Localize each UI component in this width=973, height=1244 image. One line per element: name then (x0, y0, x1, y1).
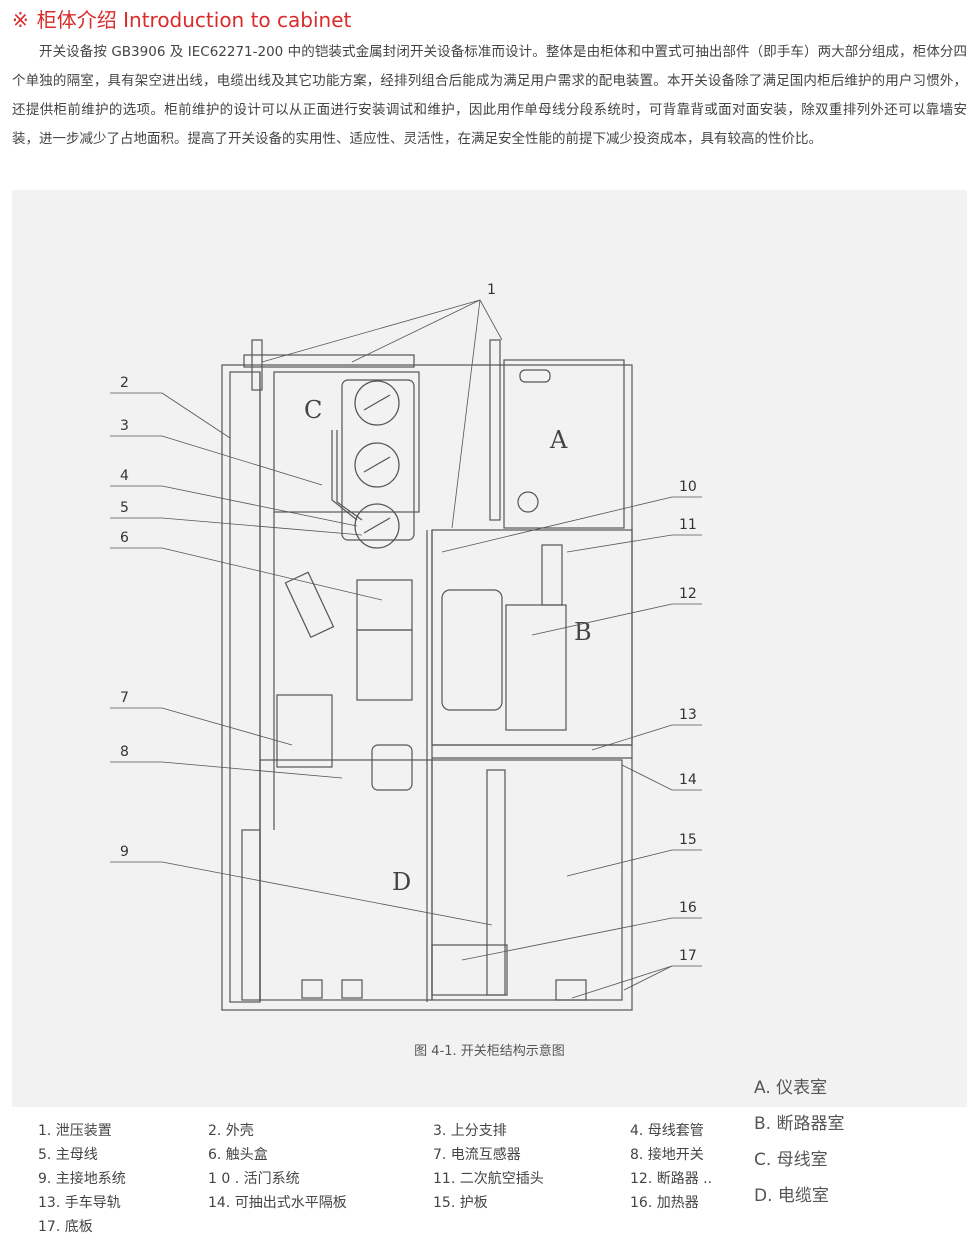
intro-paragraph: 开关设备按 GB3906 及 IEC62271-200 中的铠装式金属封闭开关设… (12, 44, 967, 147)
callout-4: 4 (120, 468, 129, 484)
part-item: 1 0 . 活门系统 (208, 1171, 300, 1187)
callout-9: 9 (120, 844, 129, 860)
ct-coil (371, 744, 413, 791)
callout-6: 6 (120, 530, 129, 546)
callout-2: 2 (120, 375, 129, 391)
figure-caption: 图 4-1. 开关柜结构示意图 (414, 1044, 565, 1059)
part-item: 6. 触头盒 (208, 1147, 268, 1163)
callout-3: 3 (120, 418, 129, 434)
callout-11: 11 (679, 517, 697, 533)
instrument-room (503, 359, 625, 529)
legend-a: A. 仪表室 (754, 1078, 828, 1098)
callout-7: 7 (120, 690, 129, 706)
part-item: 3. 上分支排 (433, 1123, 507, 1139)
breaker-room (431, 529, 633, 746)
part-item: 11. 二次航空插头 (433, 1171, 544, 1187)
figure-panel: A B C D (12, 190, 967, 1206)
part-item: 1. 泄压装置 (38, 1123, 112, 1139)
legend-c: C. 母线室 (754, 1150, 828, 1170)
legend-d: D. 电缆室 (754, 1186, 829, 1206)
part-item: 16. 加热器 (630, 1195, 699, 1211)
part-item: 2. 外壳 (208, 1123, 254, 1139)
callout-10: 10 (679, 479, 697, 495)
cabinet-diagram: A B C D (110, 282, 702, 1011)
part-item: 17. 底板 (38, 1219, 93, 1235)
part-item: 12. 断路器 .. (630, 1171, 713, 1187)
part-item: 8. 接地开关 (630, 1147, 704, 1163)
part-item: 5. 主母线 (38, 1147, 98, 1163)
section-title: ※ 柜体介绍 Introduction to cabinet (12, 4, 351, 33)
callout-12: 12 (679, 586, 697, 602)
bushing-mid (354, 442, 400, 488)
title-text: 柜体介绍 Introduction to cabinet (36, 8, 352, 32)
callout-14: 14 (679, 772, 697, 788)
callout-1: 1 (487, 282, 496, 298)
part-item: 14. 可抽出式水平隔板 (208, 1195, 347, 1211)
callout-17: 17 (679, 948, 697, 964)
reference-mark: ※ (12, 8, 29, 32)
letter-d: D (392, 868, 411, 896)
cabinet-inner-left (229, 371, 261, 1003)
callout-5: 5 (120, 500, 129, 516)
bushing-top (354, 380, 400, 426)
part-item: 15. 护板 (433, 1195, 488, 1211)
callout-15: 15 (679, 832, 697, 848)
part-item: 9. 主接地系统 (38, 1171, 126, 1187)
part-item: 13. 手车导轨 (38, 1195, 121, 1211)
letter-a: A (549, 426, 568, 454)
part-item: 7. 电流互感器 (433, 1147, 521, 1163)
legend-b: B. 断路器室 (754, 1114, 845, 1134)
letter-c: C (304, 396, 322, 424)
part-item: 4. 母线套管 (630, 1123, 704, 1139)
callout-13: 13 (679, 707, 697, 723)
compartment-legend: A. 仪表室 B. 断路器室 C. 母线室 D. 电缆室 (754, 1070, 844, 1214)
bushing-bottom (354, 503, 400, 549)
callout-8: 8 (120, 744, 129, 760)
callout-16: 16 (679, 900, 697, 916)
